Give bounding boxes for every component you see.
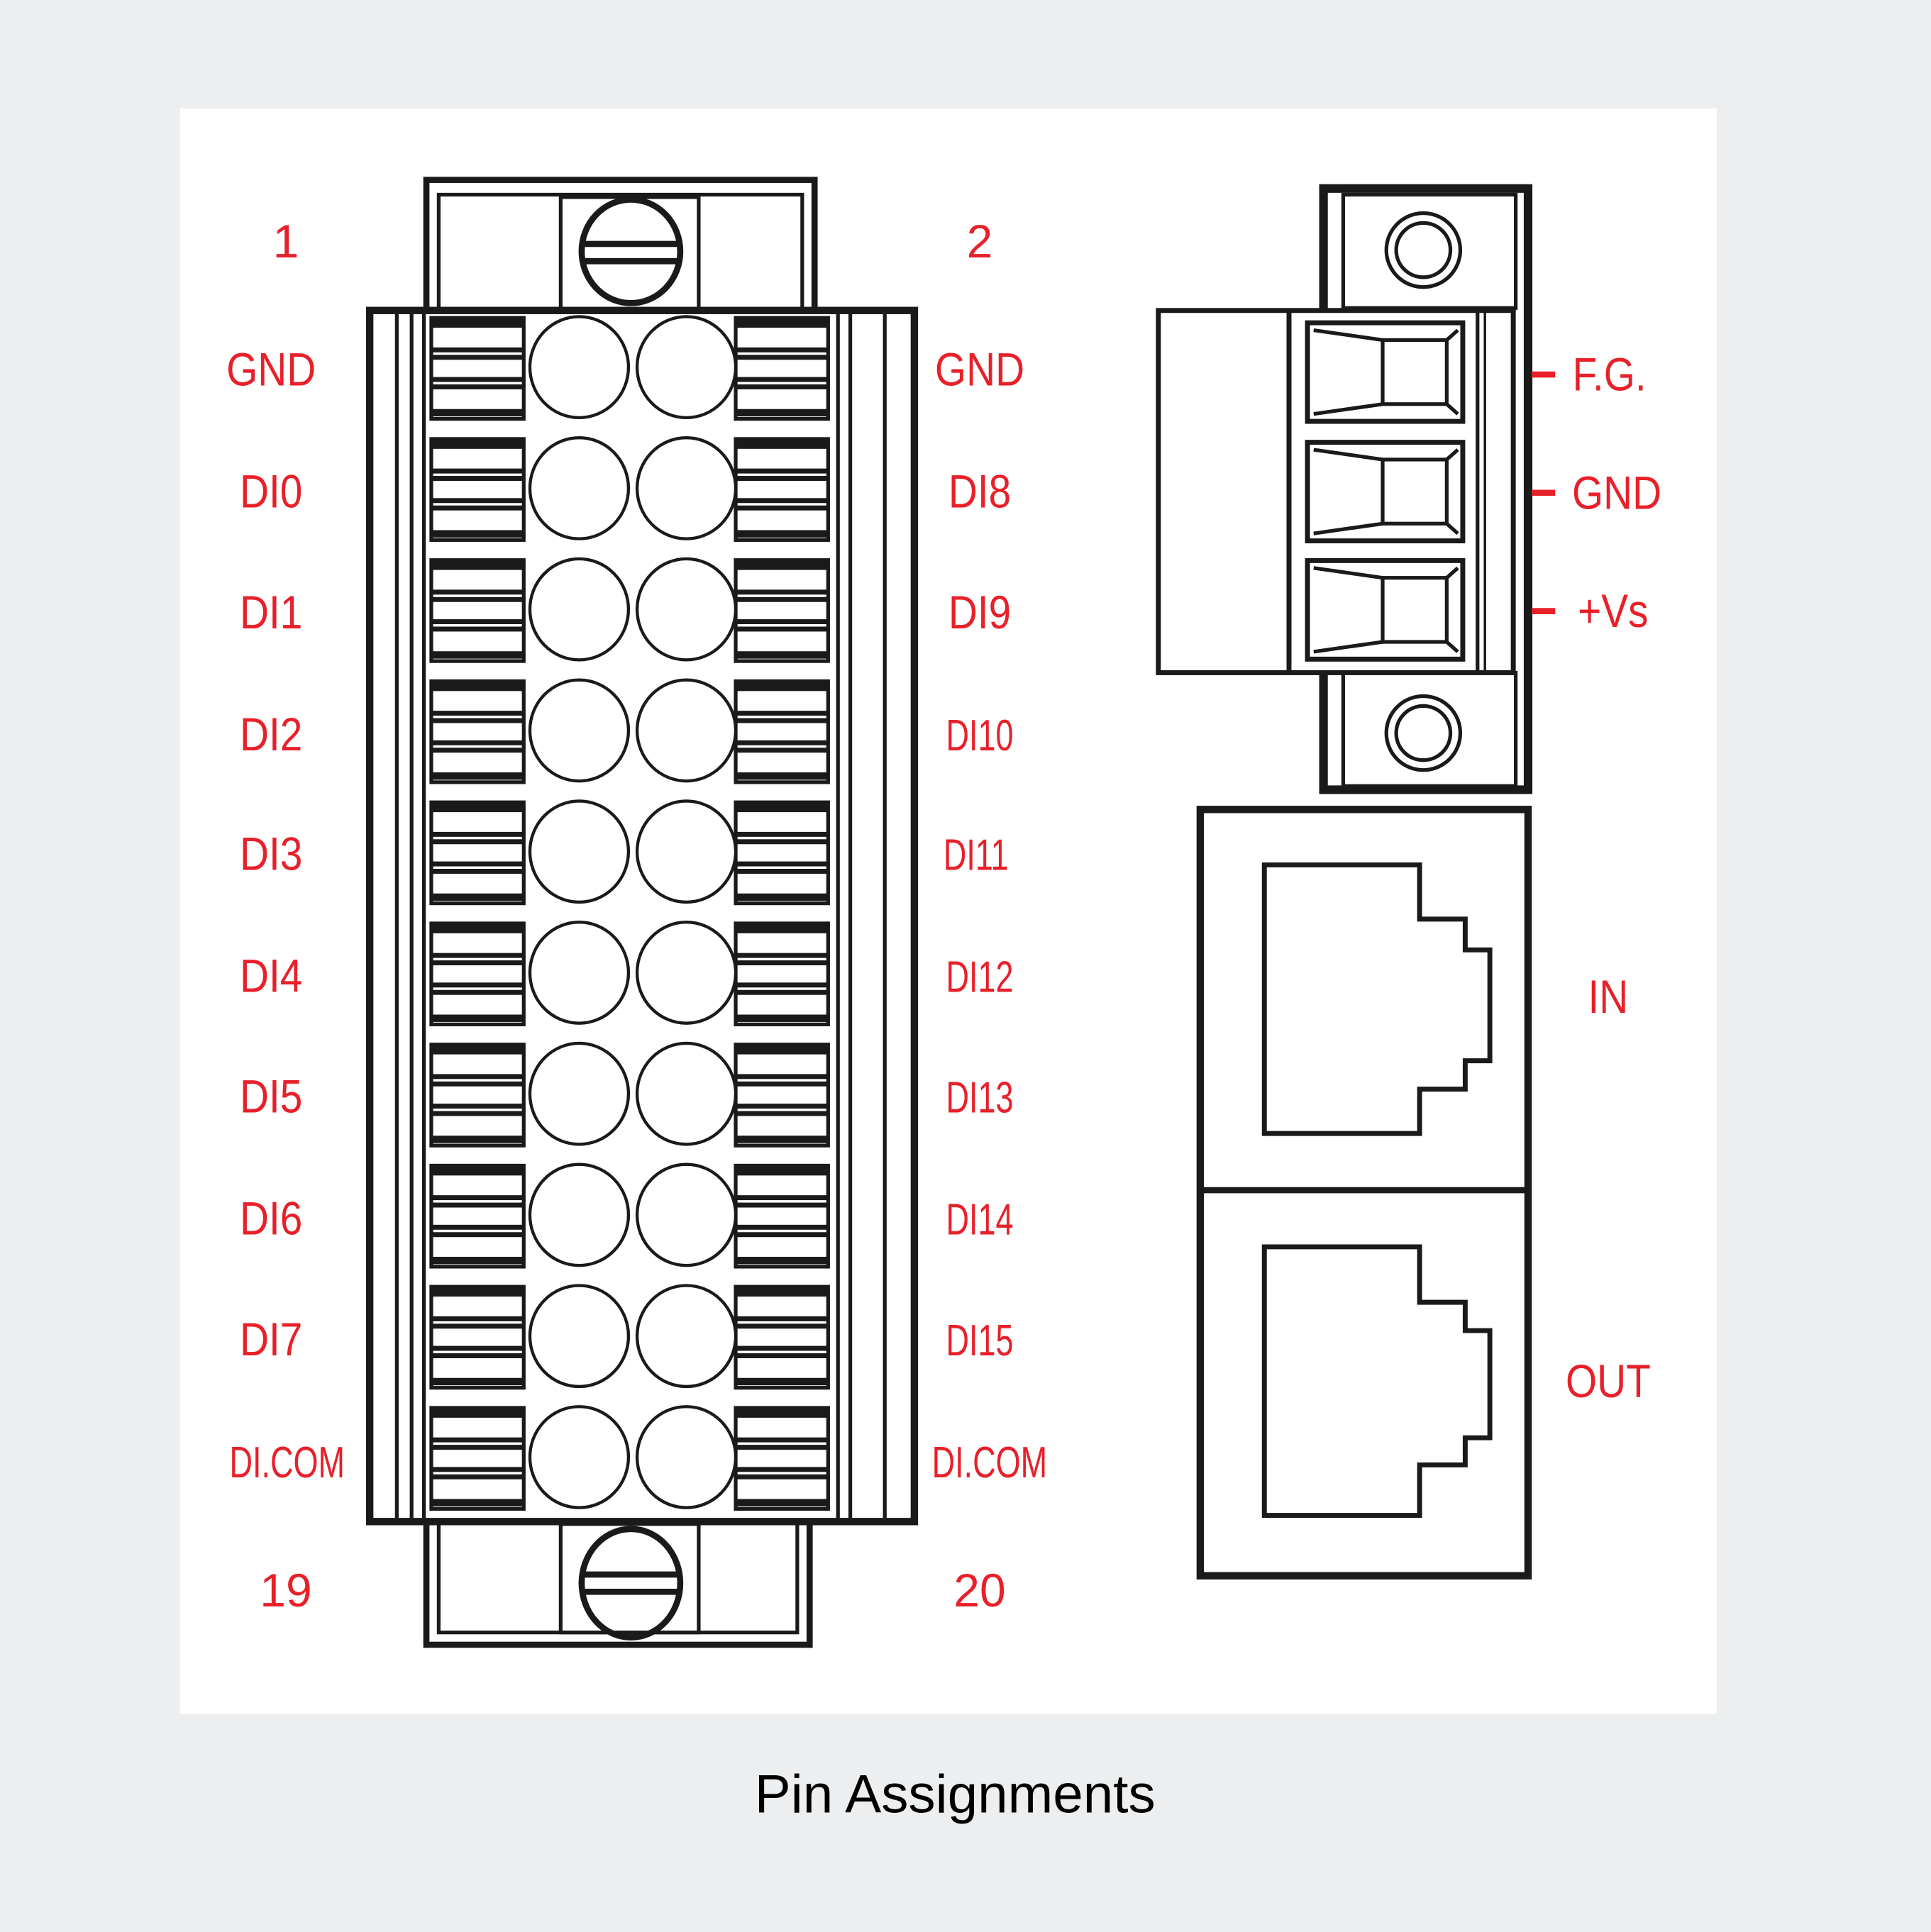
terminal-rows xyxy=(429,315,830,1511)
terminal-row xyxy=(429,1284,830,1390)
power-terminal xyxy=(1305,440,1466,544)
terminal-row xyxy=(429,678,830,784)
power-terminals xyxy=(1305,320,1466,662)
right-pin-label: DI8 xyxy=(948,467,1012,519)
terminal-row xyxy=(429,799,830,906)
bottom-screw-cap xyxy=(423,1518,813,1648)
ethernet-ports xyxy=(1196,806,1532,1580)
left-pin-label: DI1 xyxy=(239,587,303,640)
power-label-gnd: GND xyxy=(1571,468,1662,521)
terminal-row xyxy=(429,1405,830,1511)
left-pin-label: DI5 xyxy=(239,1072,303,1124)
right-pin-label: DI10 xyxy=(946,709,1014,760)
caption: Pin Assignments xyxy=(754,1764,1156,1825)
power-label-fg: F.G. xyxy=(1572,350,1647,402)
terminal-row xyxy=(429,436,830,542)
terminal-row xyxy=(429,315,830,421)
power-terminal xyxy=(1305,557,1466,662)
terminal-row xyxy=(429,1041,830,1148)
right-pin-label: DI13 xyxy=(946,1072,1014,1123)
right-pin-label: GND xyxy=(934,345,1025,397)
right-pin-label: DI12 xyxy=(946,951,1014,1002)
top-screw-cap xyxy=(423,177,818,314)
power-label-vs: +Vs xyxy=(1578,586,1649,638)
terminal-row xyxy=(429,557,830,663)
left-pin-label: DI6 xyxy=(239,1194,303,1246)
right-pin-label: DI9 xyxy=(948,587,1012,640)
left-pin-label: DI2 xyxy=(239,709,303,762)
terminal-row xyxy=(429,921,830,1027)
ethernet-in-label: IN xyxy=(1588,972,1629,1024)
pin-number-2: 2 xyxy=(966,216,993,269)
right-pin-label: DI11 xyxy=(943,829,1009,880)
pin-number-19: 19 xyxy=(260,1565,312,1618)
terminal-row xyxy=(429,1162,830,1269)
left-pin-label: DI3 xyxy=(239,829,303,882)
left-pin-label: GND xyxy=(226,345,316,397)
ethernet-out-label: OUT xyxy=(1565,1356,1651,1409)
pin-number-1: 1 xyxy=(272,216,299,269)
terminal-block-body xyxy=(365,306,919,1526)
left-pin-label: DI.COM xyxy=(229,1436,345,1487)
pin-number-20: 20 xyxy=(953,1565,1006,1618)
right-pin-label: DI15 xyxy=(946,1314,1014,1365)
left-pin-label: DI7 xyxy=(239,1314,303,1367)
right-pin-label: DI14 xyxy=(946,1194,1014,1245)
right-pin-label: DI.COM xyxy=(931,1436,1048,1487)
left-pin-label: DI0 xyxy=(239,467,303,519)
power-label-ticks xyxy=(1532,371,1556,614)
power-terminal xyxy=(1305,320,1466,424)
left-pin-label: DI4 xyxy=(239,951,303,1003)
